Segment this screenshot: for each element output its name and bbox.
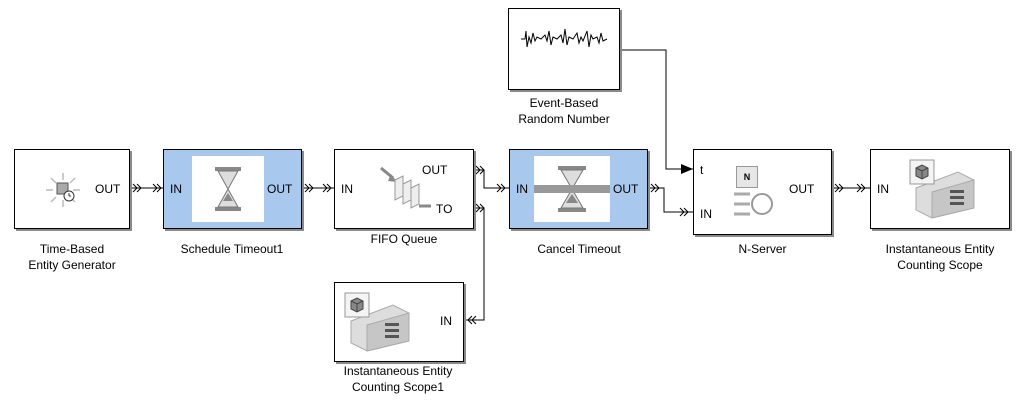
random-signal-icon: [521, 28, 608, 48]
wire-cancel-nserver: [648, 187, 693, 213]
wire-random-nserver: [620, 49, 693, 170]
block-time-based-entity-generator[interactable]: OUT: [14, 149, 130, 229]
block-fifo-queue[interactable]: IN OUT TO: [334, 149, 474, 229]
port-in: IN: [516, 182, 528, 196]
label-line: Counting Scope1: [351, 380, 445, 394]
port-in: IN: [700, 207, 712, 221]
block-event-based-random-number[interactable]: [508, 8, 620, 90]
entity-generator-icon: [46, 173, 80, 207]
label-line: Instantaneous Entity: [343, 364, 453, 378]
port-in: IN: [341, 182, 353, 196]
block-icon-area: [192, 156, 264, 222]
cancel-hourglass-icon: [534, 166, 610, 212]
label-line: Entity Generator: [28, 258, 116, 272]
label-line: Time-Based: [39, 242, 105, 256]
port-out: OUT: [95, 182, 121, 196]
block-counting-scope[interactable]: IN: [870, 149, 1010, 229]
block-icon-area: [534, 156, 610, 222]
block-label-fifo-queue: FIFO Queue: [370, 232, 438, 246]
port-in: IN: [877, 182, 889, 196]
block-label-generator: Time-Based Entity Generator: [10, 241, 134, 273]
port-in: IN: [440, 314, 452, 328]
label-line: Random Number: [518, 112, 610, 126]
block-label-random-number: Event-Based Random Number: [494, 95, 634, 127]
label-line: Counting Scope: [897, 258, 983, 272]
port-out: OUT: [789, 182, 815, 196]
port-out: OUT: [613, 182, 639, 196]
block-label-n-server: N-Server: [738, 242, 787, 256]
block-n-server[interactable]: N t IN OUT: [693, 149, 832, 235]
n-server-badge: N: [736, 166, 758, 188]
port-t: t: [700, 163, 704, 177]
block-cancel-timeout[interactable]: IN OUT: [509, 149, 648, 229]
block-label-schedule-timeout1: Schedule Timeout1: [180, 242, 284, 256]
block-label-cancel-timeout: Cancel Timeout: [537, 242, 621, 256]
label-line: Instantaneous Entity: [885, 242, 995, 256]
queue-icon: [380, 166, 431, 209]
port-in: IN: [170, 182, 182, 196]
block-label-counting-scope1: Instantaneous Entity Counting Scope1: [316, 363, 480, 395]
port-to: TO: [436, 202, 453, 216]
port-out: OUT: [267, 182, 293, 196]
hourglass-icon: [215, 167, 241, 211]
wire-fifo-scope1: [464, 207, 485, 321]
block-label-counting-scope: Instantaneous Entity Counting Scope: [858, 241, 1022, 273]
block-counting-scope1[interactable]: IN: [334, 282, 464, 362]
block-schedule-timeout1[interactable]: IN OUT: [163, 149, 302, 229]
wire-fifo-cancel: [474, 169, 509, 189]
port-out: OUT: [422, 163, 448, 177]
scope-icon: [909, 159, 975, 219]
label-line: Event-Based: [529, 96, 599, 110]
scope-icon: [344, 292, 410, 352]
server-icon: [734, 192, 773, 216]
